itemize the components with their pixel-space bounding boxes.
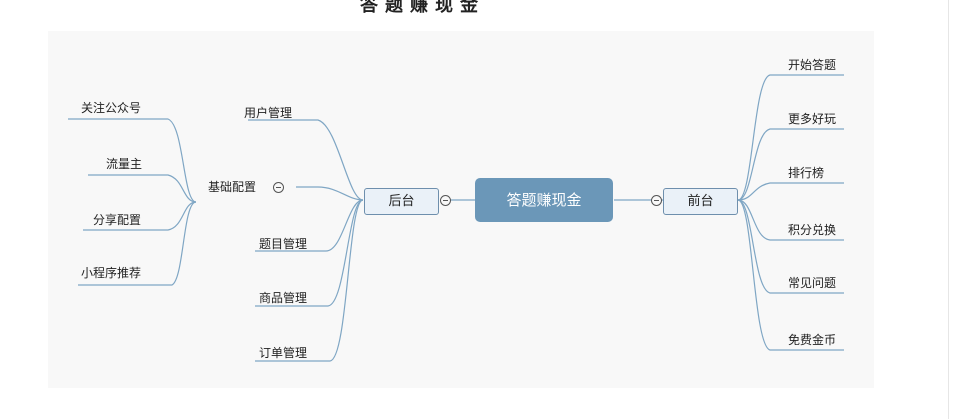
node-traffic-owner[interactable]: 流量主 xyxy=(106,157,143,171)
link-backend-order-mgmt xyxy=(255,199,364,362)
link-frontend-free-coins xyxy=(737,199,844,351)
link-backend-product-mgmt xyxy=(255,199,364,307)
link-frontend-more-fun xyxy=(737,128,844,201)
clipped-page-title: 答题赚现金 xyxy=(360,0,485,16)
collapse-frontend-toggle[interactable] xyxy=(651,195,662,206)
node-mini-program-recommend[interactable]: 小程序推荐 xyxy=(81,266,142,280)
link-config-share xyxy=(83,201,197,231)
link-frontend-faq xyxy=(737,199,844,294)
node-question-mgmt[interactable]: 题目管理 xyxy=(259,237,308,251)
node-more-fun[interactable]: 更多好玩 xyxy=(788,112,837,126)
page-divider xyxy=(948,0,949,419)
link-config-traffic-owner xyxy=(88,174,197,203)
root-node[interactable]: 答题赚现金 xyxy=(475,178,613,222)
node-faq[interactable]: 常见问题 xyxy=(788,276,837,290)
link-config-mini-program xyxy=(78,201,197,286)
node-follow-official-account[interactable]: 关注公众号 xyxy=(81,101,142,115)
link-config-follow-account xyxy=(68,118,197,203)
collapse-backend-toggle[interactable] xyxy=(440,195,451,206)
link-frontend-start-quiz xyxy=(737,74,844,201)
node-order-mgmt[interactable]: 订单管理 xyxy=(259,346,308,360)
node-free-coins[interactable]: 免费金币 xyxy=(788,333,837,347)
node-start-quiz[interactable]: 开始答题 xyxy=(788,58,837,72)
link-backend-question-mgmt xyxy=(255,199,364,252)
link-backend-basic-config xyxy=(296,186,364,201)
node-basic-config[interactable]: 基础配置 xyxy=(208,180,257,194)
node-user-mgmt[interactable]: 用户管理 xyxy=(244,106,293,120)
link-backend-user-mgmt xyxy=(248,119,364,201)
link-frontend-redeem xyxy=(737,199,844,241)
mindmap-links xyxy=(68,74,844,362)
node-leaderboard[interactable]: 排行榜 xyxy=(788,166,825,180)
mindmap-canvas[interactable]: 答题赚现金 后台 前台 用户管理 基础配置 题目管理 商品管理 订单管理 关注公… xyxy=(48,31,874,388)
collapse-basic-config-toggle[interactable] xyxy=(273,182,284,193)
node-share-config[interactable]: 分享配置 xyxy=(93,213,142,227)
node-product-mgmt[interactable]: 商品管理 xyxy=(259,291,308,305)
node-points-redeem[interactable]: 积分兑换 xyxy=(788,223,837,237)
backend-node[interactable]: 后台 xyxy=(364,188,439,215)
link-frontend-leaderboard xyxy=(737,182,844,201)
frontend-node[interactable]: 前台 xyxy=(663,188,738,215)
